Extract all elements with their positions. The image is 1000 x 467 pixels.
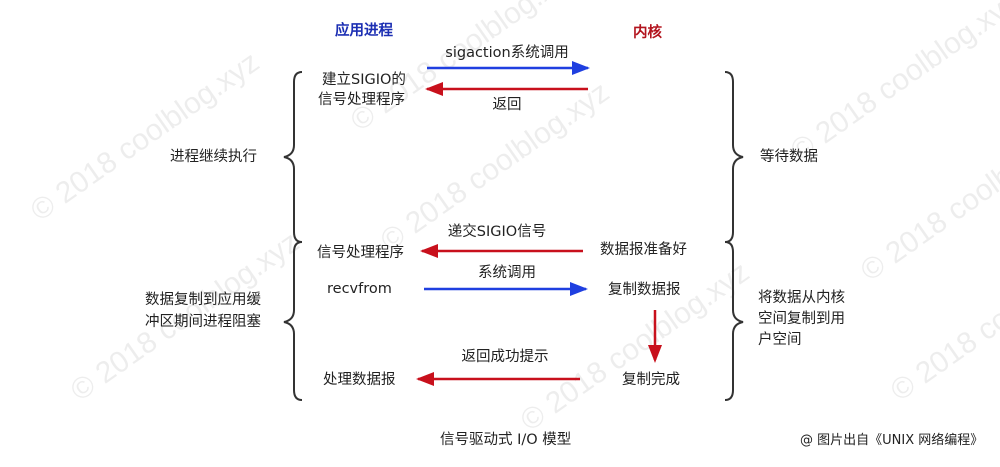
source-credit: @ 图片出自《UNIX 网络编程》 [800, 433, 984, 448]
kernel-datagram-ready: 数据报准备好 [600, 242, 687, 258]
arrowhead-icon [570, 282, 588, 296]
right-brace-bottom [724, 241, 744, 401]
diagram-caption: 信号驱动式 I/O 模型 [440, 432, 572, 448]
return-success-label: 返回成功提示 [461, 349, 549, 365]
app-signal-handler: 信号处理程序 [317, 245, 404, 261]
app-process-header: 应用进程 [335, 23, 393, 39]
app-action-line2: 信号处理程序 [318, 92, 405, 108]
kernel-state-copy-line1: 将数据从内核 [758, 290, 845, 306]
left-brace-top [283, 71, 303, 243]
left-brace-bottom [283, 241, 303, 401]
syscall-label: 系统调用 [478, 265, 536, 281]
kernel-copy-datagram: 复制数据报 [608, 282, 681, 298]
sigaction-call-label: sigaction系统调用 [445, 45, 569, 61]
return-label: 返回 [492, 97, 522, 113]
right-brace-top [724, 71, 744, 243]
kernel-header: 内核 [633, 25, 662, 41]
app-action-line1: 建立SIGIO的 [322, 72, 406, 88]
arrowhead-icon [420, 244, 438, 258]
sigio-signal-label: 递交SIGIO信号 [447, 224, 547, 240]
kernel-state-copy-line3: 户空间 [758, 332, 802, 348]
kernel-state-wait: 等待数据 [760, 149, 818, 165]
arrowhead-icon [416, 372, 434, 386]
app-state-continue: 进程继续执行 [170, 149, 257, 165]
arrowhead-icon [648, 345, 662, 363]
app-process-datagram: 处理数据报 [323, 372, 396, 388]
kernel-state-copy-line2: 空间复制到用 [758, 311, 845, 327]
arrowhead-icon [425, 82, 443, 96]
app-state-blocked-line1: 数据复制到应用缓 [145, 292, 261, 308]
app-state-blocked-line2: 冲区期间进程阻塞 [145, 314, 261, 330]
kernel-copy-done: 复制完成 [622, 372, 680, 388]
recvfrom-label: recvfrom [327, 281, 392, 297]
arrowhead-icon [572, 61, 590, 75]
